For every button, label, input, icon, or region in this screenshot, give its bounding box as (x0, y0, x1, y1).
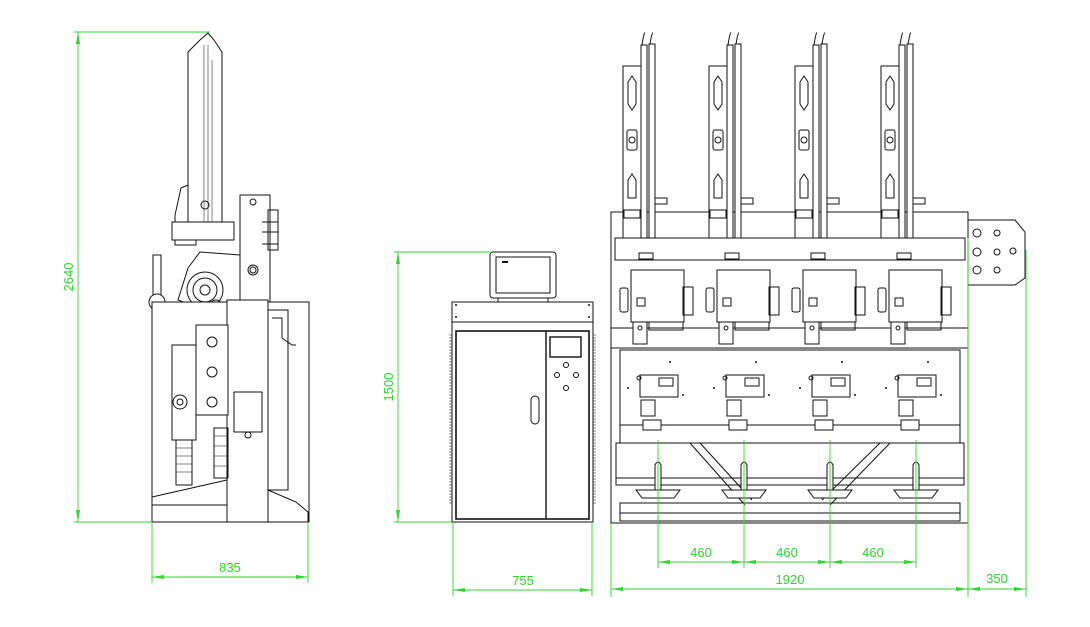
tower-knob (628, 136, 636, 144)
winding-station (791, 32, 866, 499)
dim-label-460: 460 (862, 545, 884, 560)
creel-tower (794, 65, 814, 239)
dim-label-460: 460 (690, 545, 712, 560)
cabinet-button (573, 372, 579, 378)
dim-label-2640: 2640 (61, 263, 76, 292)
tower-slot (713, 173, 723, 199)
creel-tower (708, 65, 728, 239)
tower-slot (627, 75, 637, 111)
cabinet-button (563, 385, 569, 391)
side-handle (152, 254, 162, 296)
winding-head (716, 269, 771, 323)
dim-label-350: 350 (986, 571, 1008, 586)
winding-head (888, 269, 943, 323)
creel-tower (880, 65, 900, 239)
tower-slot (713, 75, 723, 111)
dim-label-1920: 1920 (776, 572, 805, 587)
tower-slot (799, 173, 809, 199)
winding-station (619, 32, 694, 499)
winding-station (705, 32, 780, 499)
tower-knob (800, 136, 808, 144)
creel-tower (622, 65, 642, 239)
side-springs (175, 427, 229, 486)
control-cabinet (449, 251, 596, 523)
cabinet-door-handle (530, 395, 540, 425)
dim-label-1500: 1500 (381, 373, 396, 402)
winding-head (630, 269, 685, 323)
cabinet-display-window (549, 336, 582, 358)
dimensions: 2640 835 1500 755 460 460 460 19 (61, 31, 1027, 597)
tower-slot (885, 173, 895, 199)
dim-label-755: 755 (512, 573, 534, 588)
touch-screen-monitor (489, 251, 557, 299)
winding-head (802, 269, 857, 323)
dim-label-835: 835 (219, 560, 241, 575)
tower-slot (799, 75, 809, 111)
cabinet-button (554, 372, 560, 378)
side-creel-arm (187, 32, 223, 236)
front-view-machine (610, 32, 1026, 524)
tower-slot (885, 75, 895, 111)
tower-slot (627, 173, 637, 199)
cabinet-vents (449, 334, 596, 504)
side-view-machine (148, 32, 310, 523)
cabinet-button (563, 362, 569, 368)
winding-station (877, 32, 952, 499)
tower-knob (886, 136, 894, 144)
tower-knob (714, 136, 722, 144)
dim-label-460: 460 (776, 545, 798, 560)
